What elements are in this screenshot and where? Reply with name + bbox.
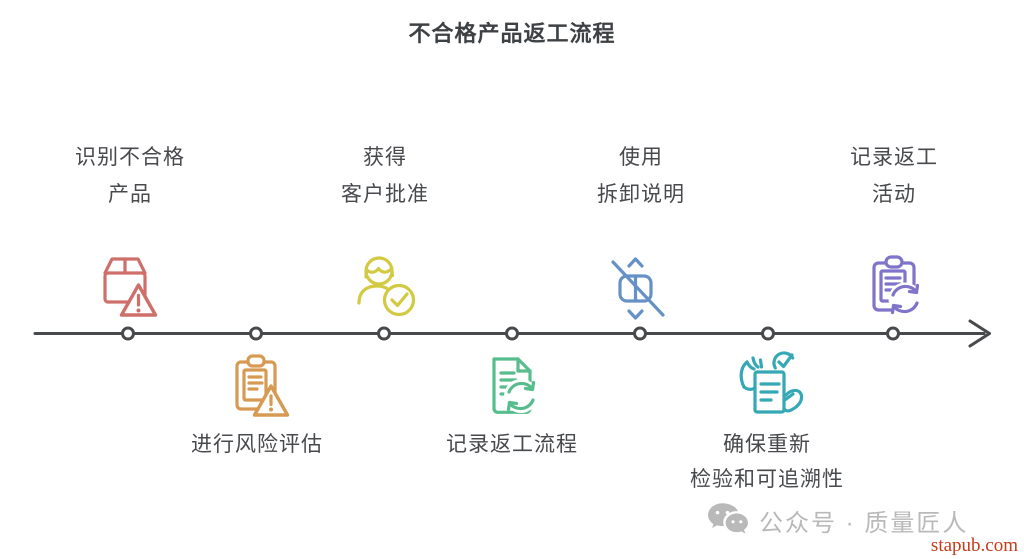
step-label-customer-approval: 获得 客户批准 — [341, 146, 429, 206]
page-title: 不合格产品返工流程 — [408, 21, 616, 46]
wechat-watermark: 公众号 · 质量匠人 — [707, 502, 968, 538]
step-label-record-rework-process: 记录返工流程 — [446, 433, 578, 456]
site-watermark: stapub.com — [930, 535, 1018, 556]
clipboard-refresh-icon — [858, 249, 930, 321]
timeline-node — [886, 326, 900, 341]
timeline-node — [249, 326, 263, 341]
package-warning-icon — [93, 249, 165, 321]
timeline-node — [761, 326, 775, 341]
hands-document-check-icon — [732, 349, 804, 421]
step-label-reinspection-traceability: 确保重新 检验和可追溯性 — [690, 433, 844, 491]
clipboard-warning-icon — [221, 349, 293, 421]
timeline-node — [377, 326, 391, 341]
arrowhead-icon — [968, 319, 991, 348]
wechat-account-label: 公众号 · 质量匠人 — [759, 509, 969, 537]
document-refresh-icon — [476, 349, 548, 421]
step-label-record-rework-activities: 记录返工 活动 — [850, 146, 938, 206]
step-label-risk-assessment: 进行风险评估 — [191, 433, 323, 456]
timeline-node — [505, 326, 519, 341]
step-label-disassembly-instructions: 使用 拆卸说明 — [597, 146, 685, 206]
timeline-node — [633, 326, 647, 341]
step-label-identify-nonconforming-product: 识别不合格 产品 — [75, 146, 185, 206]
timeline-node — [121, 326, 135, 341]
person-check-icon — [349, 249, 421, 321]
wechat-icon — [707, 502, 749, 538]
no-disassembly-icon — [603, 249, 675, 321]
